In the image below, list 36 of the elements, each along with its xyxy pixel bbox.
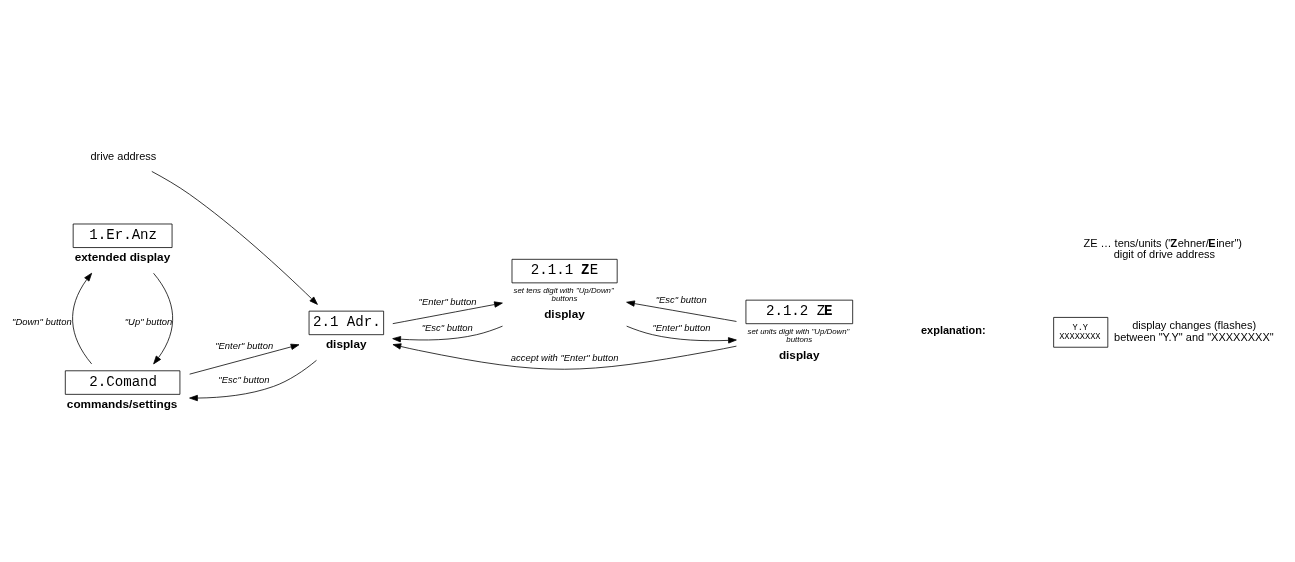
node-box: Y.Y XXXXXXXX xyxy=(1053,316,1109,348)
label: ZE … tens/units ("Zehner/Einer") digit of drive address xyxy=(1083,236,1243,260)
node-label: set tens digit with "Up/Down" buttons xyxy=(513,285,614,303)
node-label: display changes (flashes) between "Y.Y" and "XXXXXXXX" xyxy=(1114,318,1274,343)
node-text: drive address xyxy=(90,149,157,162)
edge-label: "Enter" button xyxy=(418,295,477,307)
arrow xyxy=(153,272,173,364)
node-box: 2.1.1 ZE xyxy=(511,258,618,283)
node-label: set units digit with "Up/Down" buttons xyxy=(747,326,850,344)
node-label: display xyxy=(778,347,820,361)
edge-label: accept with "Enter" button xyxy=(510,351,619,363)
node-label: extended display xyxy=(74,249,171,263)
arrow xyxy=(189,359,317,401)
node-box: 2.1 Adr. xyxy=(308,310,385,335)
edge-label: "Esc" button xyxy=(218,373,270,385)
node-label: display xyxy=(325,336,367,350)
edge-label: "Down" button xyxy=(12,315,72,327)
arrow xyxy=(392,342,737,370)
edge-label: "Up" button xyxy=(124,315,173,327)
node-box: 1.Er.Anz xyxy=(72,223,173,248)
edge-label: "Enter" button xyxy=(652,321,711,333)
arrow xyxy=(72,272,93,364)
edge-label: "Esc" button xyxy=(421,321,473,333)
arrow xyxy=(392,300,503,324)
arrow xyxy=(626,300,737,322)
arrow xyxy=(151,170,318,305)
node-box: 2.Comand xyxy=(64,369,181,395)
edge-label: "Enter" button xyxy=(215,339,274,351)
arrow xyxy=(626,325,737,343)
arrow xyxy=(392,325,503,342)
node-label: display xyxy=(544,306,585,320)
node-label: commands/settings xyxy=(66,396,178,410)
label: explanation: xyxy=(920,323,986,336)
node-box: 2.1.2 ZE xyxy=(745,299,854,324)
arrow xyxy=(189,343,300,375)
edge-label: "Esc" button xyxy=(655,293,707,305)
